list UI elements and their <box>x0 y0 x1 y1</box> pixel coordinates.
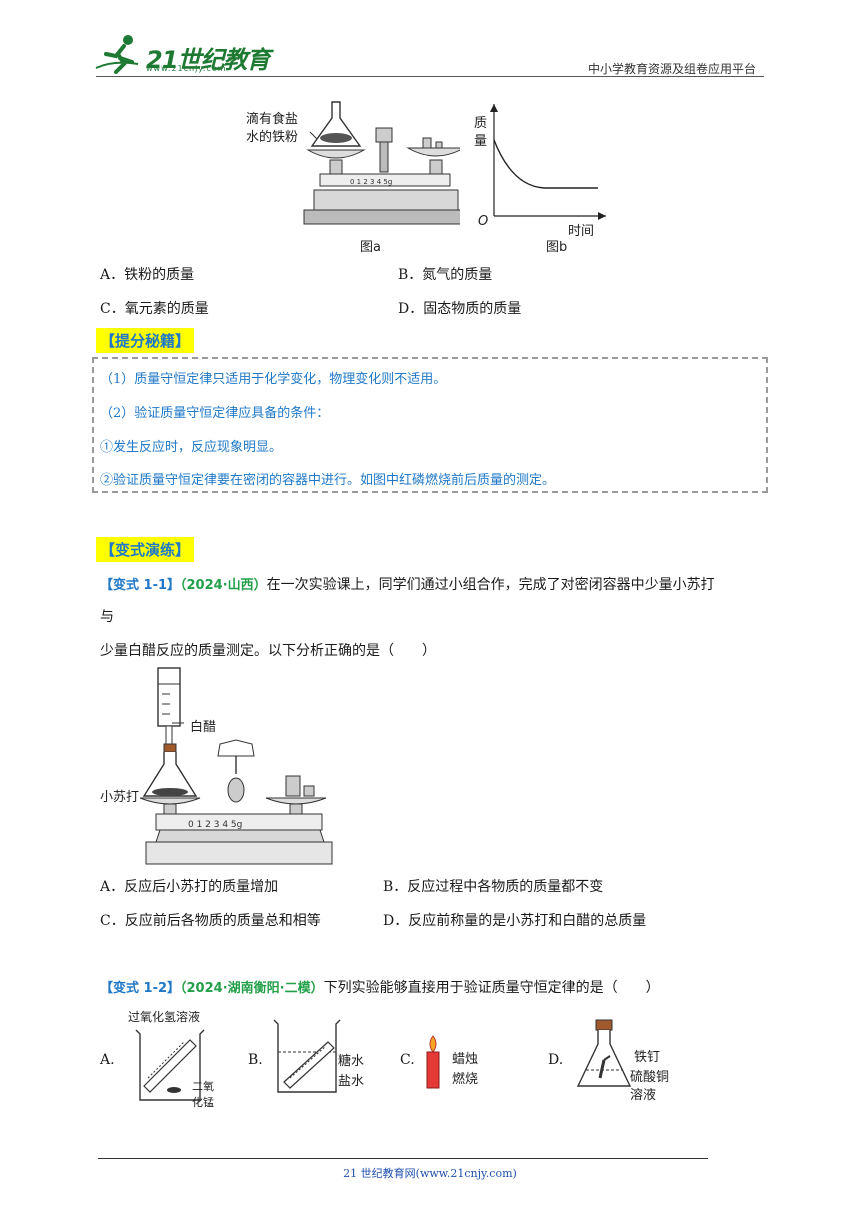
figure-a: 滴有食盐 水的铁粉 0 1 2 3 4 5g 图a <box>240 98 460 258</box>
q2-option-a-letter: A. <box>100 1052 115 1068</box>
label-vinegar: 白醋 <box>190 720 217 735</box>
runner-logo-icon <box>95 35 139 74</box>
label-candle: 蜡烛 <box>452 1052 479 1067</box>
tip-line-3: ①发生反应时，反应现象明显。 <box>100 440 283 455</box>
figure-b-caption: 图b <box>546 240 568 255</box>
flask-iron-nail-diagram <box>576 1019 632 1087</box>
practice-title: 【变式演练】 <box>96 537 195 562</box>
q1-option-b: B．反应过程中各物质的质量都不变 <box>383 879 604 895</box>
beaker-solutions-diagram <box>273 1019 341 1093</box>
q1-stem-line-2: 少量白醋反应的质量测定。以下分析正确的是（ ） <box>100 643 436 659</box>
q1-figure: 0 1 2 3 4 5g 白醋 小苏打 <box>100 664 340 874</box>
figure-a-label-iron-line1: 滴有食盐 <box>246 112 299 127</box>
candle-icon <box>426 1035 440 1089</box>
q2-label: 【变式 1-2】 <box>100 981 181 996</box>
label-copper-sulfate: 硫酸铜 <box>630 1070 670 1085</box>
q2-stem-text: 下列实验能够直接用于验证质量守恒定律的是（ ） <box>323 980 660 996</box>
q2-option-c-letter: C. <box>400 1052 415 1068</box>
label-mno2-1: 二氧 <box>192 1080 214 1093</box>
q2-option-a: A. 过氧化氢溶液 二氧 化锰 <box>100 1006 240 1116</box>
logo-url: www.21cnjy.com <box>146 64 227 73</box>
tips-box <box>92 357 768 493</box>
label-iron-nail: 铁钉 <box>634 1050 661 1065</box>
label-sugar-water: 糖水 <box>338 1054 365 1069</box>
label-salt-water: 盐水 <box>338 1074 365 1089</box>
footer-text: 21 世纪教育网(www.21cnjy.com) <box>343 1167 517 1180</box>
q1-option-a: A．反应后小苏打的质量增加 <box>100 879 279 895</box>
q1-label: 【变式 1-1】 <box>100 578 181 593</box>
figure-a-label-iron-line2: 水的铁粉 <box>246 130 299 145</box>
q1-source: （2024·山西） <box>180 578 267 593</box>
scale-ticks: 0 1 2 3 4 5g <box>188 820 242 830</box>
label-solution: 溶液 <box>630 1088 657 1103</box>
balance-with-flask-diagram: 0 1 2 3 4 5g <box>139 667 333 865</box>
tip-line-4: ②验证质量守恒定律要在密闭的容器中进行。如图中红磷燃烧前后质量的测定。 <box>100 473 556 488</box>
label-hydrogen-peroxide: 过氧化氢溶液 <box>128 1010 201 1024</box>
label-mno2-2: 化锰 <box>192 1096 214 1109</box>
chart-origin: O <box>478 214 489 229</box>
chart-ylabel-1: 质 <box>474 116 488 131</box>
q2-option-d: D. 铁钉 硫酸铜 溶液 <box>548 1016 698 1106</box>
balance-diagram: 0 1 2 3 4 5g <box>303 101 460 225</box>
q1-stem-text: 在一次实验课上，同学们通过小组合作，完成了对密闭容器中少量小苏打 <box>266 577 715 593</box>
q1-stem-line-1b: 与 <box>100 609 114 625</box>
tip-line-1: （1）质量守恒定律只适用于化学变化，物理变化则不适用。 <box>100 372 447 387</box>
label-burning: 燃烧 <box>452 1072 479 1087</box>
q1-option-d: D．反应前称量的是小苏打和白醋的总质量 <box>383 913 647 929</box>
option-d: D．固态物质的质量 <box>398 301 522 317</box>
mass-time-chart <box>490 104 606 220</box>
figure-a-caption: 图a <box>360 240 381 255</box>
q1-stem-line-1: 【变式 1-1】（2024·山西）在一次实验课上，同学们通过小组合作，完成了对密… <box>100 574 715 594</box>
tip-line-2: （2）验证质量守恒定律应具备的条件： <box>100 406 330 421</box>
figure-b: 质 量 O 时间 图b <box>472 100 612 260</box>
beaker-test-tube-diagram <box>135 1029 205 1101</box>
option-a: A．铁粉的质量 <box>100 267 195 283</box>
q2-option-d-letter: D. <box>548 1052 564 1068</box>
label-baking-soda: 小苏打 <box>100 790 140 805</box>
chart-ylabel-2: 量 <box>474 134 488 149</box>
header-divider <box>96 76 764 77</box>
option-b: B．氮气的质量 <box>398 267 493 283</box>
mass-curve <box>493 139 598 189</box>
tips-title: 【提分秘籍】 <box>96 328 195 353</box>
chart-xlabel: 时间 <box>568 224 595 239</box>
q2-option-b: B. 糖水 盐水 <box>248 1016 388 1106</box>
svg-text:0 1 2 3 4 5g: 0 1 2 3 4 5g <box>350 178 392 186</box>
q2-stem: 【变式 1-2】（2024·湖南衡阳·二模）下列实验能够直接用于验证质量守恒定律… <box>100 977 660 997</box>
q1-option-c: C．反应前后各物质的质量总和相等 <box>100 913 321 929</box>
header: 21世纪教育 www.21cnjy.com 中小学教育资源及组卷应用平台 <box>0 0 860 80</box>
logo-text: 21世纪教育 <box>146 46 270 74</box>
q2-option-c: C. 蜡烛 燃烧 <box>400 1034 510 1094</box>
option-c: C．氧元素的质量 <box>100 301 209 317</box>
footer-divider <box>98 1158 708 1159</box>
q2-option-b-letter: B. <box>248 1052 263 1068</box>
platform-name: 中小学教育资源及组卷应用平台 <box>587 62 756 76</box>
q2-source: （2024·湖南衡阳·二模） <box>180 981 324 996</box>
